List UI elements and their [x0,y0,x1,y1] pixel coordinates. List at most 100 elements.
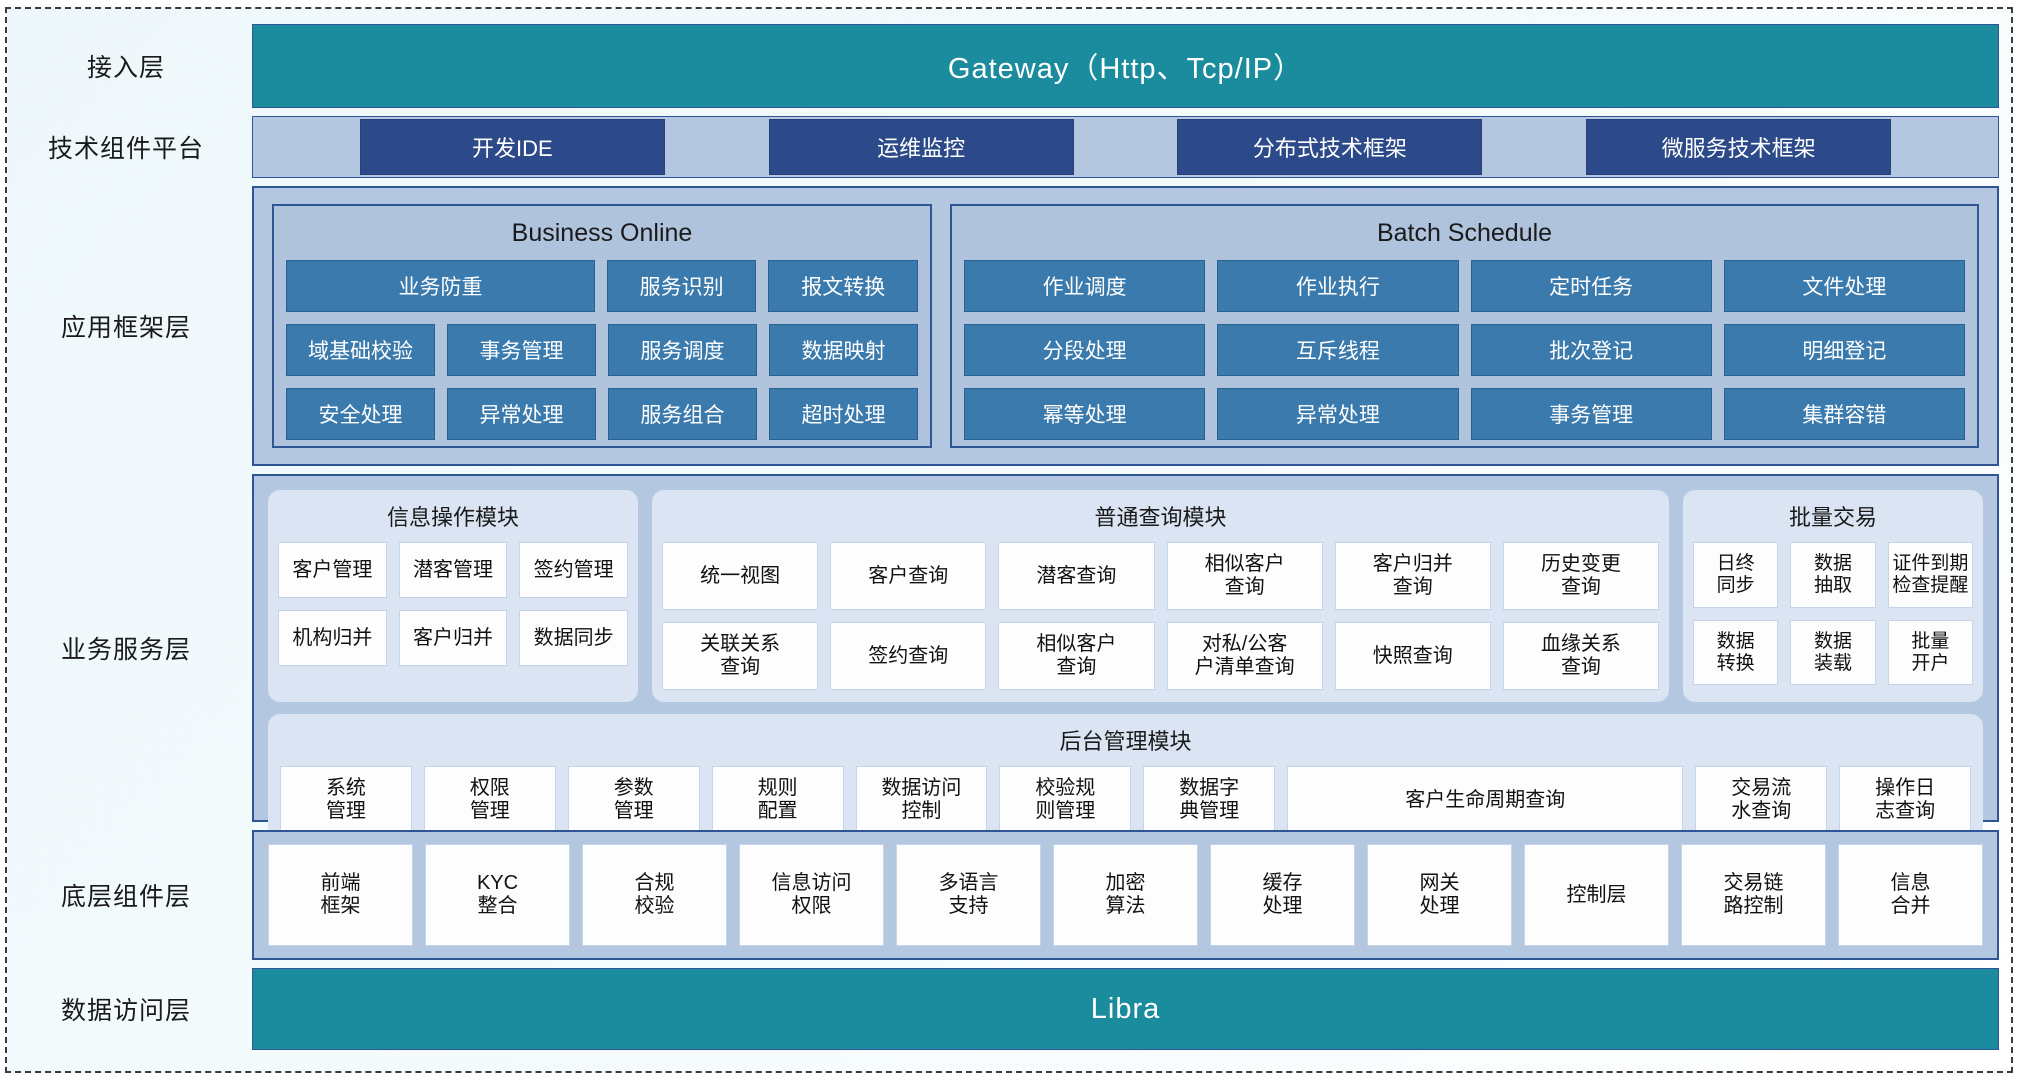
cell-data-dictionary-management[interactable]: 数据字 典管理 [1143,766,1276,834]
cell-cache-processing[interactable]: 缓存 处理 [1210,844,1355,946]
tech-platform-body: 开发IDE 运维监控 分布式技术框架 微服务技术框架 [252,116,1999,178]
cell-relationship-query[interactable]: 关联关系 查询 [662,622,819,690]
cell-id-expiry-reminder[interactable]: 证件到期 检查提醒 [1887,542,1973,608]
cell-control-layer[interactable]: 控制层 [1524,844,1669,946]
batch-schedule-row-2: 分段处理 互斥线程 批次登记 明细登记 [964,324,1965,376]
cell-data-sync[interactable]: 数据同步 [519,610,629,666]
chip-service-composition[interactable]: 服务组合 [608,388,757,440]
cell-kyc-integration[interactable]: KYC 整合 [425,844,570,946]
cell-customer-merge[interactable]: 客户归并 [398,610,508,666]
layer-label-access: 接入层 [86,54,165,82]
batch-tx-row-2: 数据 转换 数据 装载 批量 开户 [1693,619,1973,686]
query-module-row-1: 统一视图 客户查询 潜客查询 相似客户 查询 客户归并 查询 历史变更 查询 [662,542,1660,610]
module-title-batch-transaction: 批量交易 [1788,505,1877,530]
chip-job-execution[interactable]: 作业执行 [1217,260,1459,312]
cell-rule-config[interactable]: 规则 配置 [711,766,844,834]
cell-gateway-processing[interactable]: 网关 处理 [1367,844,1512,946]
cell-eod-sync[interactable]: 日终 同步 [1693,542,1779,608]
cell-system-management[interactable]: 系统 管理 [280,766,412,834]
chip-transaction-management-batch[interactable]: 事务管理 [1470,388,1712,440]
chip-exception-handling-online[interactable]: 异常处理 [447,388,596,440]
module-common-query: 普通查询模块 统一视图 客户查询 潜客查询 相似客户 查询 客户归并 查询 历史… [652,490,1669,702]
cell-parameter-management[interactable]: 参数 管理 [567,766,700,834]
cell-history-change-query[interactable]: 历史变更 查询 [1502,542,1660,610]
chip-service-identify[interactable]: 服务识别 [606,260,757,312]
cell-customer-merge-query[interactable]: 客户归并 查询 [1334,542,1491,610]
chip-domain-base-validation[interactable]: 域基础校验 [286,324,435,376]
chip-file-processing[interactable]: 文件处理 [1723,260,1965,312]
cell-contract-query[interactable]: 签约查询 [830,622,987,690]
tech-item-microservice-framework[interactable]: 微服务技术框架 [1586,119,1892,175]
chip-idempotent-processing[interactable]: 幂等处理 [964,388,1206,440]
panel-batch-schedule: Batch Schedule 作业调度 作业执行 定时任务 文件处理 分段处理 … [950,204,1979,448]
tech-item-distributed-framework[interactable]: 分布式技术框架 [1177,119,1483,175]
cell-data-transform[interactable]: 数据 转换 [1693,619,1779,686]
cell-compliance-check[interactable]: 合规 校验 [582,844,727,946]
cell-snapshot-query[interactable]: 快照查询 [1334,622,1491,690]
business-online-row-3: 安全处理 异常处理 服务组合 超时处理 [286,388,918,440]
chip-exception-handling-batch[interactable]: 异常处理 [1217,388,1459,440]
module-backend-management: 后台管理模块 系统 管理 权限 管理 参数 管理 规则 配置 数据访问 控制 校… [268,714,1983,846]
chip-security-processing[interactable]: 安全处理 [286,388,435,440]
info-module-row-1: 客户管理 潜客管理 签约管理 [278,542,629,598]
chip-mutex-thread[interactable]: 互斥线程 [1217,324,1459,376]
tech-platform-band: 开发IDE 运维监控 分布式技术框架 微服务技术框架 [252,116,1999,178]
business-service-body: 信息操作模块 客户管理 潜客管理 签约管理 机构归并 客户归并 数据同步 [252,474,1999,846]
business-online-row-1: 业务防重 服务识别 报文转换 [286,260,918,312]
cell-data-access-control[interactable]: 数据访问 控制 [855,766,988,834]
chip-scheduled-task[interactable]: 定时任务 [1470,260,1712,312]
cell-similar-customer-query-2[interactable]: 相似客户 查询 [998,622,1155,690]
batch-schedule-row-1: 作业调度 作业执行 定时任务 文件处理 [964,260,1965,312]
cell-transaction-flow-query[interactable]: 交易流 水查询 [1695,766,1828,834]
cell-similar-customer-query-1[interactable]: 相似客户 查询 [1166,542,1323,610]
cell-multilanguage-support[interactable]: 多语言 支持 [896,844,1041,946]
tech-item-ide[interactable]: 开发IDE [359,119,665,175]
chip-service-scheduling[interactable]: 服务调度 [608,324,757,376]
query-module-row-2: 关联关系 查询 签约查询 相似客户 查询 对私/公客 户清单查询 快照查询 血缘… [662,622,1660,690]
tech-item-ops-monitoring[interactable]: 运维监控 [768,119,1074,175]
cell-unified-view[interactable]: 统一视图 [662,542,819,610]
cell-customer-query[interactable]: 客户查询 [830,542,987,610]
cell-lineage-query[interactable]: 血缘关系 查询 [1502,622,1660,690]
chip-business-dedup[interactable]: 业务防重 [286,260,595,312]
cell-data-load[interactable]: 数据 装载 [1790,619,1876,686]
cell-customer-management[interactable]: 客户管理 [278,542,387,598]
cell-prospect-management[interactable]: 潜客管理 [398,542,508,598]
chip-detail-registration[interactable]: 明细登记 [1723,324,1965,376]
chip-data-mapping[interactable]: 数据映射 [769,324,918,376]
layer-label-tech-platform: 技术组件平台 [47,135,204,163]
cell-transaction-chain-control[interactable]: 交易链 路控制 [1681,844,1826,946]
cell-operation-log-query[interactable]: 操作日 志查询 [1839,766,1972,834]
chip-batch-registration[interactable]: 批次登记 [1470,324,1712,376]
cell-data-extract[interactable]: 数据 抽取 [1790,542,1876,608]
cell-batch-account-open[interactable]: 批量 开户 [1887,619,1973,686]
chip-cluster-fault-tolerance[interactable]: 集群容错 [1723,388,1965,440]
cell-info-merge[interactable]: 信息 合并 [1838,844,1983,946]
chip-segment-processing[interactable]: 分段处理 [964,324,1206,376]
cell-frontend-framework[interactable]: 前端 框架 [268,844,413,946]
cell-info-access-permission[interactable]: 信息访问 权限 [739,844,884,946]
module-title-backend-management: 后台管理模块 [1059,729,1192,754]
admin-module-row: 系统 管理 权限 管理 参数 管理 规则 配置 数据访问 控制 校验规 则管理 … [280,766,1972,834]
cell-validation-rule-management[interactable]: 校验规 则管理 [999,766,1132,834]
panel-business-online: Business Online 业务防重 服务识别 报文转换 域基础校验 事务管… [272,204,932,448]
panel-title-batch-schedule: Batch Schedule [1376,219,1553,247]
cell-org-merge[interactable]: 机构归并 [278,610,387,666]
libra-bar[interactable]: Libra [252,968,1999,1050]
cell-permission-management[interactable]: 权限 管理 [423,766,556,834]
business-online-row-2: 域基础校验 事务管理 服务调度 数据映射 [286,324,918,376]
chip-job-scheduling[interactable]: 作业调度 [964,260,1206,312]
cell-customer-lifecycle-query[interactable]: 客户生命周期查询 [1287,766,1684,834]
layer-label-app-framework: 应用框架层 [60,314,191,342]
chip-message-transform[interactable]: 报文转换 [768,260,918,312]
chip-transaction-management[interactable]: 事务管理 [447,324,596,376]
cell-prospect-query[interactable]: 潜客查询 [998,542,1155,610]
gateway-bar[interactable]: Gateway（Http、Tcp/IP） [252,24,1999,108]
cell-encryption-algorithm[interactable]: 加密 算法 [1053,844,1198,946]
cell-contract-management[interactable]: 签约管理 [519,542,629,598]
cell-private-corporate-list-query[interactable]: 对私/公客 户清单查询 [1166,622,1323,690]
panel-title-business-online: Business Online [511,219,693,247]
chip-timeout-handling[interactable]: 超时处理 [769,388,918,440]
